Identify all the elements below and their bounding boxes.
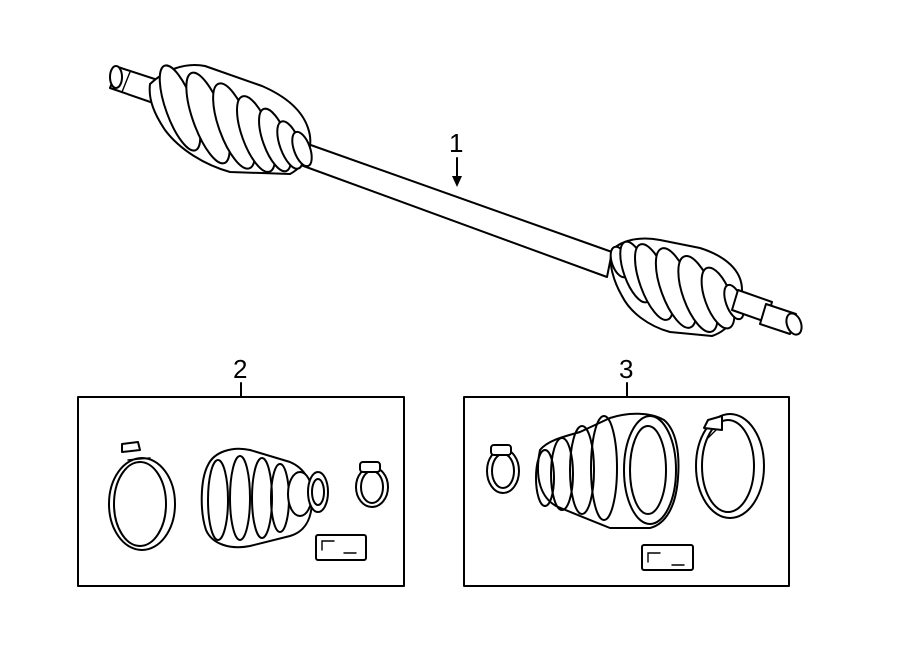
inner-cv-boot xyxy=(148,64,313,175)
callout-1-leader xyxy=(452,157,462,187)
outer-boot-kit-panel[interactable] xyxy=(463,396,790,587)
inner-boot xyxy=(200,447,329,549)
inner-boot-kit-panel[interactable] xyxy=(77,396,405,587)
large-clamp xyxy=(108,441,176,551)
grease-packet-outer xyxy=(641,544,694,571)
callout-2: 2 xyxy=(233,354,247,384)
outer-stub-shaft xyxy=(731,289,803,336)
callout-3: 3 xyxy=(619,354,633,384)
grease-packet xyxy=(315,534,367,561)
axle-shaft-assembly[interactable] xyxy=(109,61,804,337)
small-clamp-outer xyxy=(486,444,520,494)
callout-1: 1 xyxy=(449,128,463,158)
large-clamp-outer xyxy=(695,413,765,519)
outer-boot xyxy=(535,412,680,529)
outer-cv-boot xyxy=(609,237,745,337)
axle-shaft xyxy=(297,142,613,278)
small-clamp xyxy=(355,461,389,508)
